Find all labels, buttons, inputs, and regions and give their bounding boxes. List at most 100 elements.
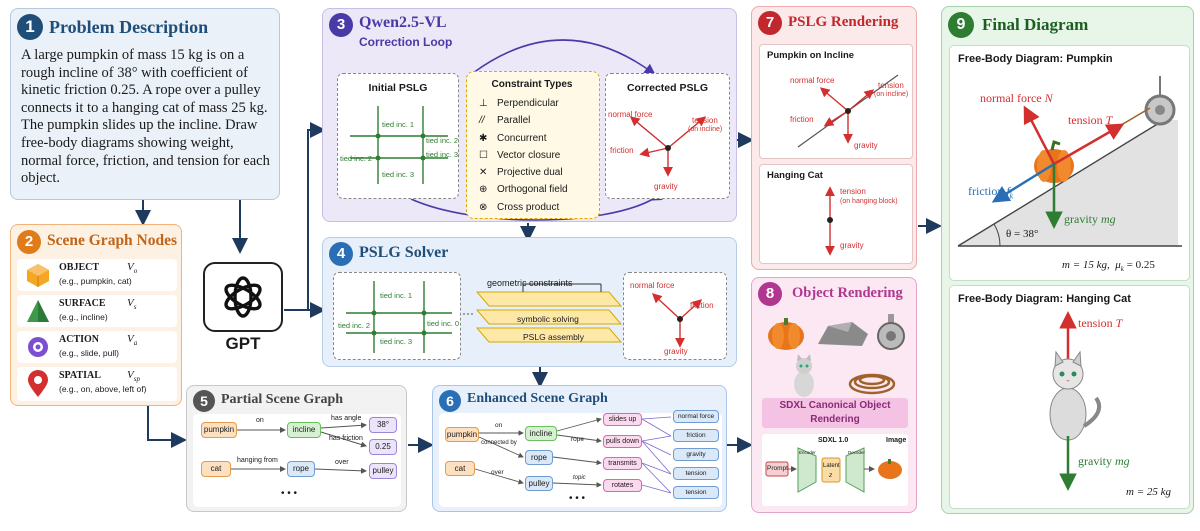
pumpkin-icon <box>768 318 804 350</box>
force-diagram <box>797 74 899 148</box>
force-label: tension <box>878 81 904 90</box>
force-node: tension <box>673 467 719 480</box>
edge-label: over <box>491 469 504 476</box>
openai-logo-icon <box>224 276 262 318</box>
node-cat: cat <box>445 461 475 476</box>
gpt-logo-box <box>203 262 283 332</box>
pipeline-title: SDXL 1.0 <box>818 437 849 444</box>
node-rope: rope <box>525 450 553 465</box>
node-type-spatial: SPATIAL Vsp (e.g., on, above, left of) <box>17 367 177 401</box>
panel-title: Problem Description <box>49 17 209 37</box>
constraint-icon: // <box>479 115 485 127</box>
sdxl-pipeline: SDXL 1.0 Image Prompt Latent z Encoder D… <box>762 434 908 506</box>
cat-fbd-diagram <box>1049 311 1102 491</box>
panel-subtitle: Correction Loop <box>359 35 453 49</box>
card-title: Free-Body Diagram: Pumpkin <box>958 53 1113 65</box>
graph-area: pumpkin incline 38° 0.25 cat rope pulley… <box>193 414 401 507</box>
node-type-example: (e.g., pumpkin, cat) <box>59 276 132 286</box>
action-node: transmits <box>603 457 642 470</box>
force-label: gravity <box>840 241 864 250</box>
object-icons <box>768 314 905 397</box>
node-incline: incline <box>525 426 557 441</box>
constraint-icon: ⊕ <box>479 184 488 196</box>
partial-scene-graph-panel: 5 Partial Scene Graph pumpkin incline 38… <box>186 385 407 512</box>
constraint-icon: ⊥ <box>479 98 488 109</box>
graph-edges <box>474 416 672 494</box>
problem-text: A large pumpkin of mass 15 kg is on a ro… <box>21 47 270 187</box>
force-node: tension <box>673 486 719 499</box>
step-badge-1: 1 <box>17 14 43 40</box>
node-pulley: pulley <box>525 476 553 491</box>
cat-fbd-card: Free-Body Diagram: Hanging Cat tension T… <box>949 285 1190 509</box>
pulley-icon <box>877 314 905 350</box>
hanging-cat-card: Hanging Cat tension (on hanging block) g… <box>759 164 913 264</box>
angle-label: θ = 38° <box>1006 228 1039 240</box>
constraint-list: ⊥Perpendicular //Parallel ✱Concurrent ☐V… <box>479 98 568 219</box>
tied-label: tied inc. 2 <box>426 136 459 145</box>
problem-description-panel: 1 Problem Description A large pumpkin of… <box>10 8 280 200</box>
tied-label: tied inc. 2 <box>340 154 373 163</box>
layer-label: symbolic solving <box>517 314 579 324</box>
pyramid-icon <box>27 300 49 322</box>
step-badge-3: 3 <box>329 13 353 37</box>
node-type-surface: SURFACE Vs (e.g., incline) <box>17 295 177 327</box>
edge-label: on <box>256 417 264 424</box>
edge-label: on <box>495 422 503 429</box>
panel-title: PSLG Rendering <box>788 14 899 30</box>
layer-label: geometric constraints <box>487 278 573 288</box>
mass-mu-label: m = 15 kg, μk = 0.25 <box>1062 259 1155 274</box>
force-label: normal force <box>630 281 675 290</box>
correction-loop-panel: 3 Qwen2.5-VL Correction Loop Initial PSL… <box>322 8 737 222</box>
scene-graph-nodes-panel: 2 Scene Graph Nodes OBJECT Vo (e.g., pum… <box>10 224 182 406</box>
force-label: (on hanging block) <box>840 198 898 205</box>
ellipsis: • • • <box>569 493 586 504</box>
box-title: Corrected PSLG <box>626 82 709 94</box>
corrected-pslg-box: Corrected PSLG normal force tension (on … <box>605 73 730 199</box>
enhanced-scene-graph-panel: 6 Enhanced Scene Graph <box>432 385 727 512</box>
rope-coil-icon <box>848 373 896 395</box>
constraint-icon: ☐ <box>479 149 488 161</box>
edge-label: has angle <box>331 415 362 422</box>
panel-title: PSLG Solver <box>359 244 449 261</box>
node-type-name: ACTION <box>59 334 100 345</box>
node-type-name: SPATIAL <box>59 370 101 381</box>
force-label: friction <box>610 146 634 155</box>
edge-label: rope <box>571 436 585 443</box>
mass-label: m = 25 kg <box>1126 486 1171 498</box>
cat-icon <box>794 354 814 397</box>
node-type-symbol: Vs <box>127 297 137 312</box>
pslg-rendering-panel: 7 PSLG Rendering Pumpkin on Incline norm… <box>751 6 917 270</box>
force-label: friction <box>690 301 714 310</box>
box-title: Initial PSLG <box>368 82 428 94</box>
force-diagram <box>629 116 707 177</box>
constraint-item: ✱Concurrent <box>479 132 547 144</box>
pumpkin-fbd-card: Free-Body Diagram: Pumpkin normal force … <box>949 45 1190 281</box>
map-pin-icon <box>28 370 48 397</box>
graph-area: pumpkin cat incline rope pulley slides u… <box>439 410 722 507</box>
node-pumpkin: pumpkin <box>201 422 237 438</box>
action-node: rotates <box>603 479 642 492</box>
edge-label: over <box>335 459 349 466</box>
constraint-item: ✕Projective dual <box>479 167 563 179</box>
card-title: Free-Body Diagram: Hanging Cat <box>958 293 1131 305</box>
card-title: Hanging Cat <box>767 170 823 181</box>
force-label: (on incline) <box>874 91 909 98</box>
action-node: slides up <box>603 413 642 426</box>
node-type-example: (e.g., on, above, left of) <box>59 384 147 394</box>
latent-label: Latent <box>823 463 840 469</box>
node-pumpkin: pumpkin <box>445 427 479 442</box>
action-node: pulls down <box>603 435 642 448</box>
latent-z-label: z <box>829 472 833 479</box>
force-node: friction <box>673 429 719 442</box>
loop-arrows <box>410 39 663 221</box>
card-title: Pumpkin on Incline <box>767 50 855 61</box>
panel-title: Scene Graph Nodes <box>47 232 178 249</box>
panel-title: Qwen2.5-VL <box>359 14 447 31</box>
gpt-block: GPT <box>203 262 283 353</box>
force-label: gravity <box>664 347 688 356</box>
tied-label: tied inc. 2 <box>338 321 371 330</box>
tied-label: tied inc. 0 <box>427 319 460 328</box>
force-diagram <box>825 186 835 256</box>
node-type-name: SURFACE <box>59 298 106 309</box>
node-type-example: (e.g., incline) <box>59 312 108 322</box>
